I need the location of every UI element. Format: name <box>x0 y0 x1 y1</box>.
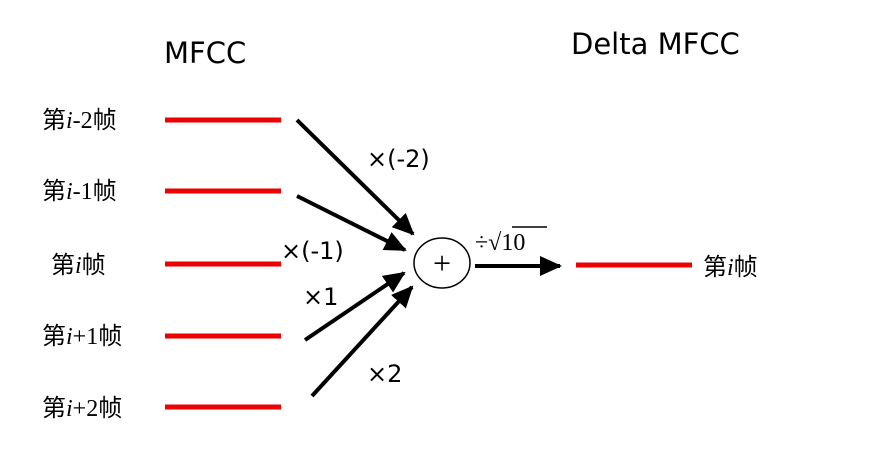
input-frame-label-1: 第i-1帧 <box>42 178 117 205</box>
frame-index: i <box>66 396 73 422</box>
frame-prefix: 第 <box>42 178 66 205</box>
svg-text:第i+2帧: 第i+2帧 <box>42 395 122 422</box>
input-frame-label-3: 第i+1帧 <box>42 323 122 350</box>
frame-index: i <box>66 324 73 350</box>
frame-prefix: 第 <box>703 254 727 281</box>
frame-prefix: 第 <box>51 252 75 279</box>
delta-mfcc-title: Delta MFCC <box>571 27 740 61</box>
weight-label-0: ×(-2) <box>367 145 430 173</box>
svg-text:第i帧: 第i帧 <box>703 254 758 281</box>
input-frame-label-0: 第i-2帧 <box>42 107 117 134</box>
frame-index: i <box>727 255 734 281</box>
frame-index: i <box>66 179 73 205</box>
frame-suffix: -2帧 <box>73 107 117 134</box>
frame-index: i <box>66 108 73 134</box>
frame-index: i <box>75 253 82 279</box>
output-frame-label: 第i帧 <box>703 254 758 281</box>
frame-suffix: +2帧 <box>73 395 123 422</box>
weight-label-1: ×(-1) <box>281 237 344 265</box>
sum-node: + <box>413 237 471 289</box>
weight-arrow-4 <box>310 285 414 398</box>
svg-text:第i-2帧: 第i-2帧 <box>42 107 117 134</box>
frame-suffix: -1帧 <box>73 178 117 205</box>
input-frame-label-2: 第i帧 <box>51 252 106 279</box>
frame-prefix: 第 <box>42 395 66 422</box>
sqrt-icon: √ <box>488 230 502 256</box>
weight-arrow-0 <box>295 118 415 236</box>
frame-suffix: 帧 <box>734 254 758 281</box>
weight-label-3: ×1 <box>303 283 338 311</box>
divide-operator: ÷ <box>475 230 488 256</box>
sum-node-circle <box>413 237 471 289</box>
svg-text:÷√10: ÷√10 <box>475 230 525 256</box>
svg-text:第i帧: 第i帧 <box>51 252 106 279</box>
frame-suffix: 帧 <box>82 252 106 279</box>
mfcc-title: MFCC <box>164 36 246 70</box>
normalization-label: ÷√10 <box>475 226 547 256</box>
input-frame-label-4: 第i+2帧 <box>42 395 122 422</box>
frame-suffix: +1帧 <box>73 323 123 350</box>
plus-icon: + <box>433 245 451 281</box>
weight-arrow-3 <box>303 271 406 342</box>
frame-prefix: 第 <box>42 107 66 134</box>
svg-text:第i-1帧: 第i-1帧 <box>42 178 117 205</box>
normalization-value: 10 <box>501 230 525 256</box>
weight-arrow-1 <box>296 194 407 252</box>
frame-prefix: 第 <box>42 323 66 350</box>
weight-label-4: ×2 <box>367 360 402 388</box>
svg-text:第i+1帧: 第i+1帧 <box>42 323 122 350</box>
